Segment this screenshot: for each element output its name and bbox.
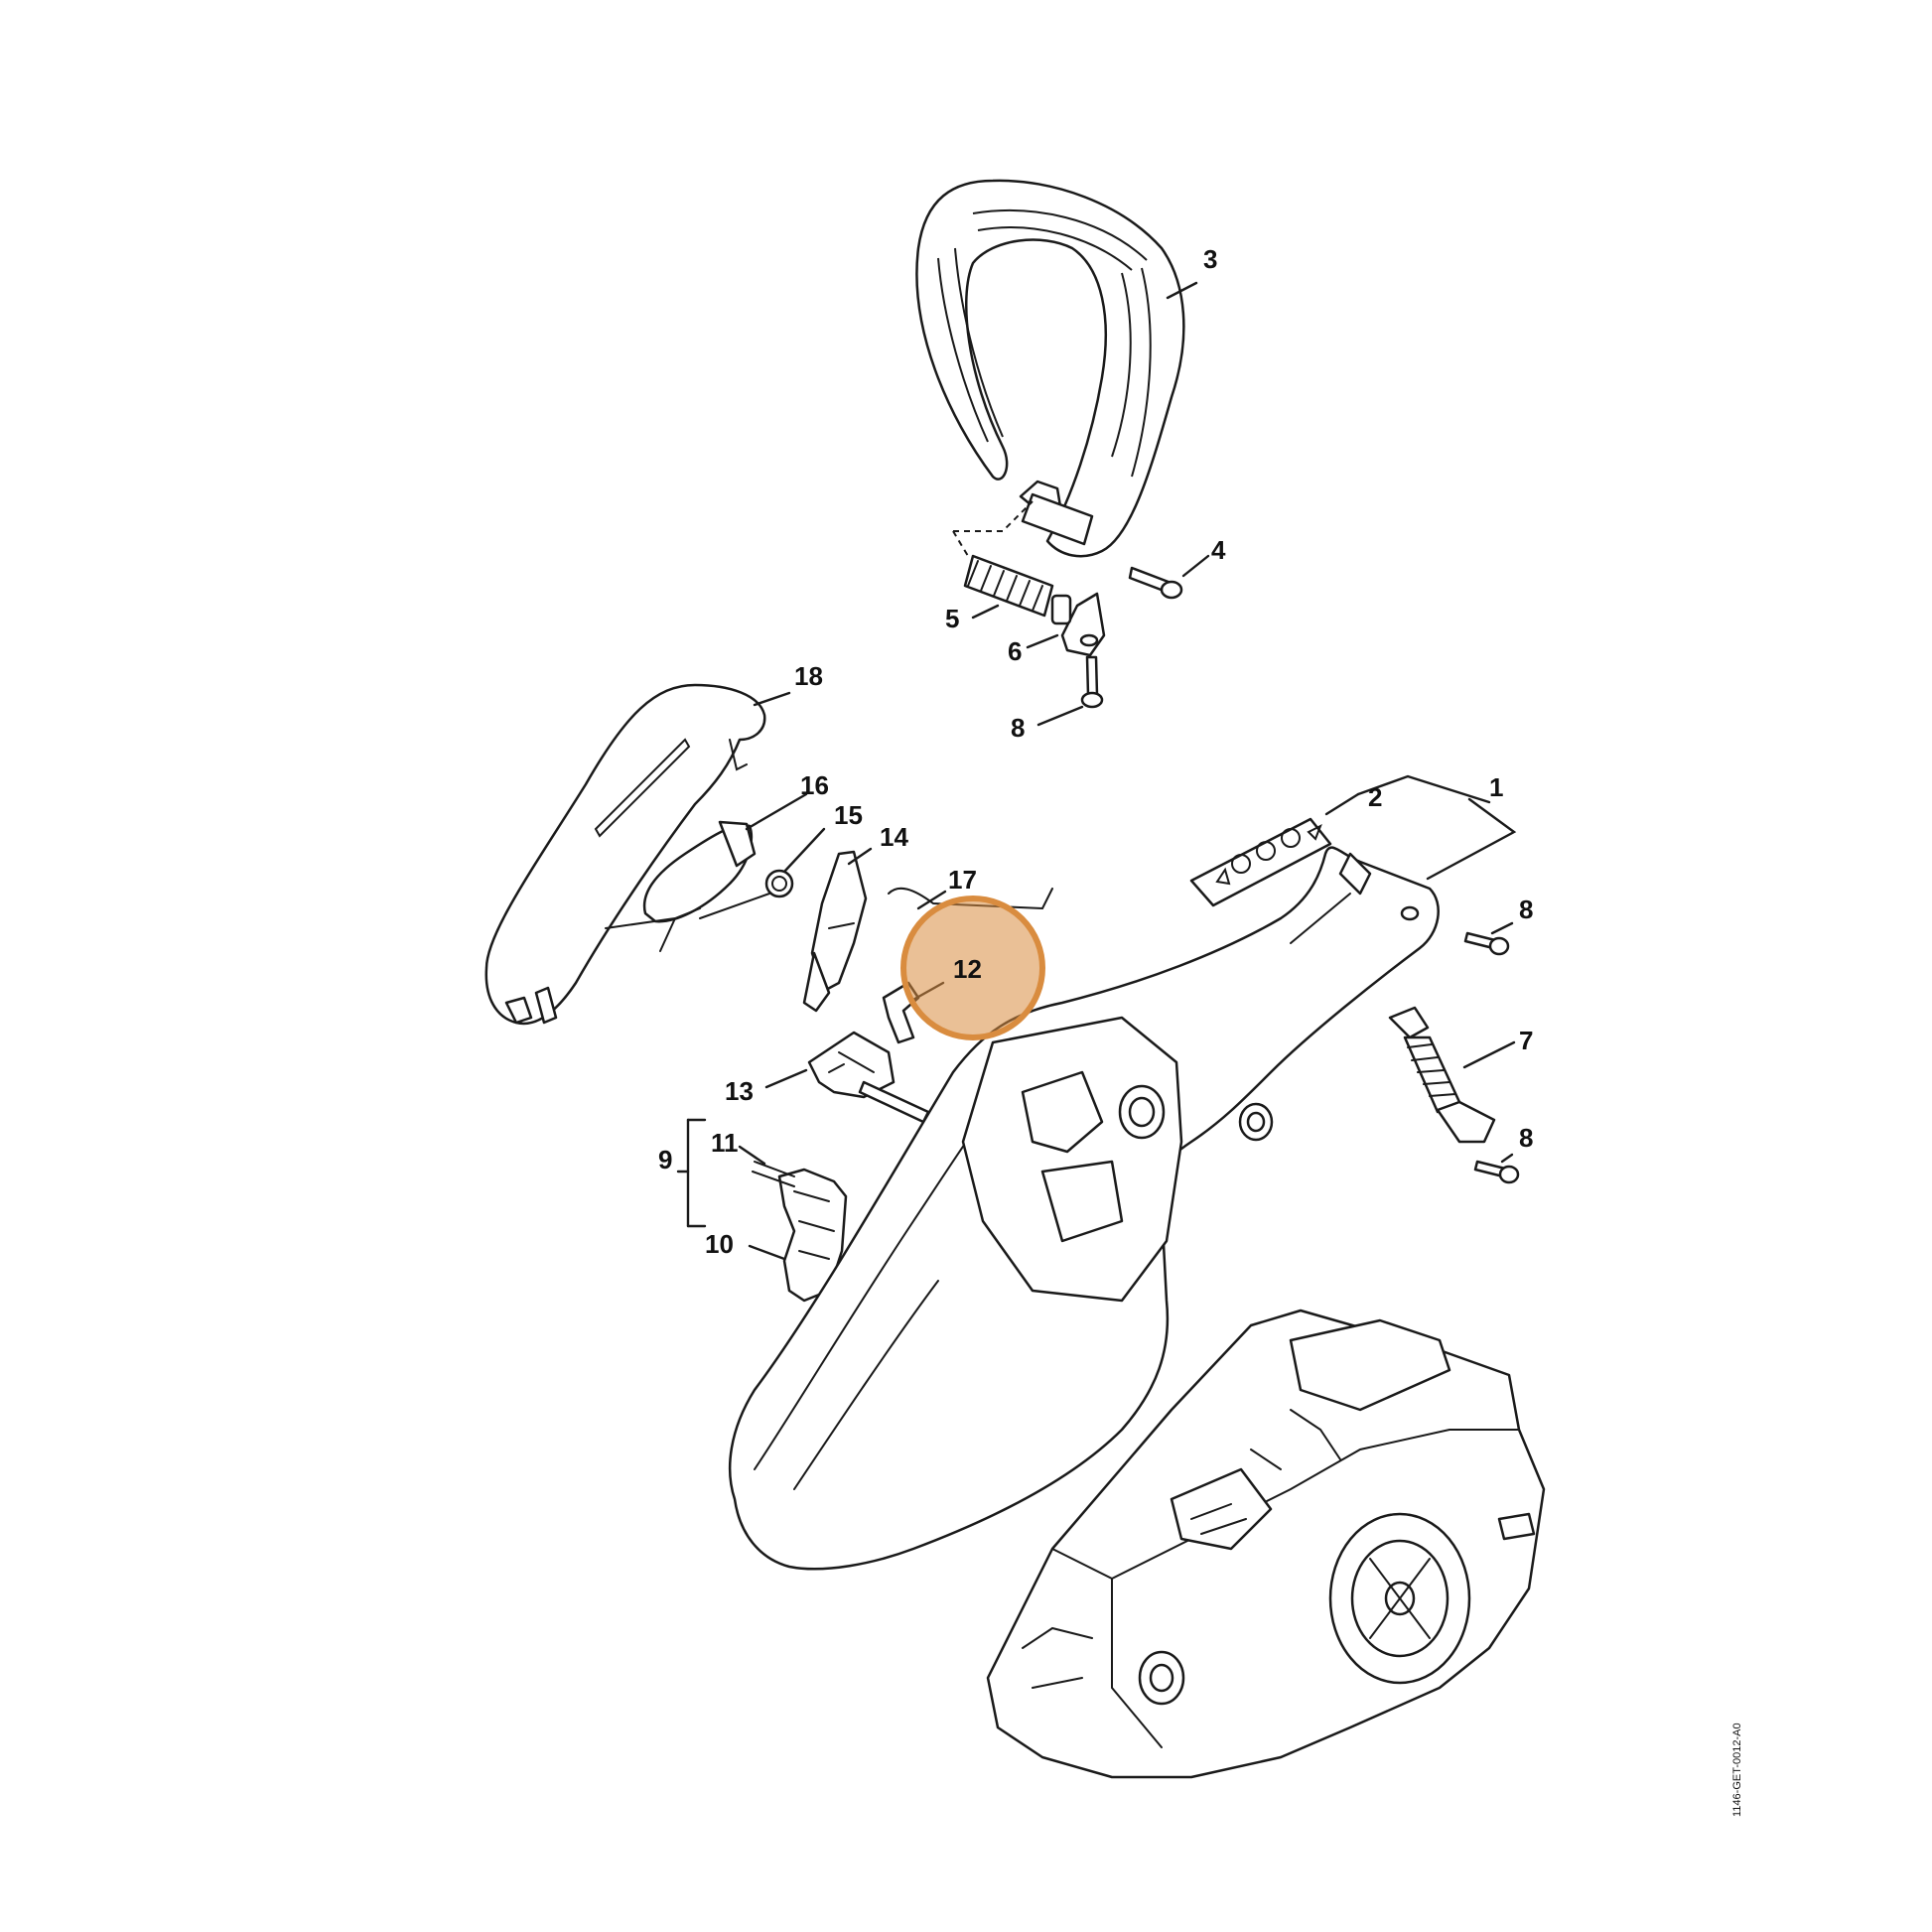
callout-12[interactable]: 12 <box>953 954 982 984</box>
throttle-trigger-interlock[interactable] <box>605 820 757 952</box>
callout-3[interactable]: 3 <box>1203 244 1217 274</box>
callout-6[interactable]: 6 <box>1008 636 1022 666</box>
screw-part-8-upper-right[interactable] <box>1463 931 1510 956</box>
annular-buffer-spring[interactable] <box>952 500 1054 618</box>
callout-17[interactable]: 17 <box>948 865 977 895</box>
callout-18[interactable]: 18 <box>794 661 823 691</box>
callout-9[interactable]: 9 <box>658 1145 672 1174</box>
switch-shaft[interactable] <box>807 1031 930 1124</box>
screw-part-8-lower-right[interactable] <box>1473 1160 1520 1184</box>
callout-15[interactable]: 15 <box>834 800 863 830</box>
ground-contact-assembly[interactable] <box>752 1161 848 1303</box>
callout-10[interactable]: 10 <box>705 1229 734 1259</box>
handle-bracket[interactable] <box>1050 592 1106 657</box>
handle-molding[interactable] <box>484 683 766 1026</box>
throttle-trigger[interactable] <box>802 850 868 1013</box>
callout-7[interactable]: 7 <box>1519 1026 1533 1055</box>
callout-14[interactable]: 14 <box>880 822 908 852</box>
callout-12-highlight <box>900 896 1045 1040</box>
screw-part-4[interactable] <box>1128 566 1183 600</box>
front-handle-bar[interactable] <box>915 179 1185 558</box>
callout-5[interactable]: 5 <box>945 604 959 633</box>
document-id: 1146-GET-0012-A0 <box>1731 1723 1743 1817</box>
engine-crankcase <box>986 1309 1546 1779</box>
callout-4[interactable]: 4 <box>1211 535 1226 565</box>
callout-1[interactable]: 1 <box>1489 772 1503 802</box>
callout-8-top[interactable]: 8 <box>1011 713 1025 743</box>
callout-8-lower-right[interactable]: 8 <box>1519 1123 1533 1153</box>
warning-label[interactable] <box>1189 817 1332 907</box>
switch-rod[interactable] <box>888 887 1053 910</box>
callout-16[interactable]: 16 <box>800 770 829 800</box>
rear-annular-buffer[interactable] <box>1388 1006 1496 1144</box>
callout-11[interactable]: 11 <box>711 1128 739 1158</box>
callout-13[interactable]: 13 <box>725 1076 754 1106</box>
screw-part-8-top[interactable] <box>1080 655 1104 709</box>
torsion-spring[interactable] <box>699 869 794 919</box>
rear-handle-housing[interactable] <box>729 846 1440 1571</box>
callout-8-upper-right[interactable]: 8 <box>1519 895 1533 924</box>
callout-2[interactable]: 2 <box>1368 782 1382 812</box>
